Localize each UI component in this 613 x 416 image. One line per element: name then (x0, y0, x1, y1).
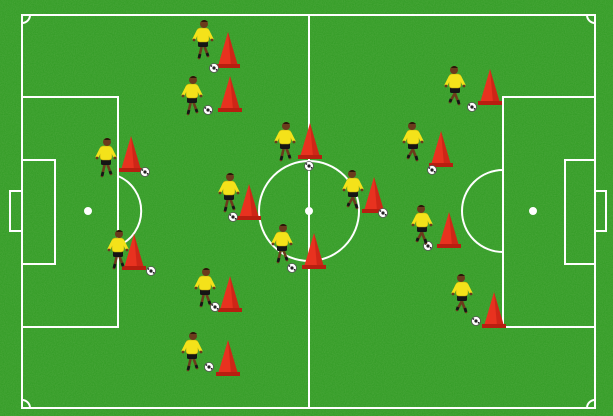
soccer-ball (141, 168, 150, 177)
soccer-ball (472, 317, 481, 326)
soccer-ball (147, 267, 156, 276)
soccer-ball (205, 363, 214, 372)
soccer-ball (468, 103, 477, 112)
soccer-ball (204, 106, 213, 115)
left-penalty-spot (85, 208, 91, 214)
soccer-ball (210, 64, 219, 73)
soccer-ball (379, 209, 388, 218)
center-spot (306, 208, 312, 214)
soccer-ball (211, 303, 220, 312)
soccer-ball (229, 213, 238, 222)
soccer-ball (428, 166, 437, 175)
soccer-ball (288, 264, 297, 273)
soccer-ball (305, 162, 314, 171)
right-penalty-spot (530, 208, 536, 214)
